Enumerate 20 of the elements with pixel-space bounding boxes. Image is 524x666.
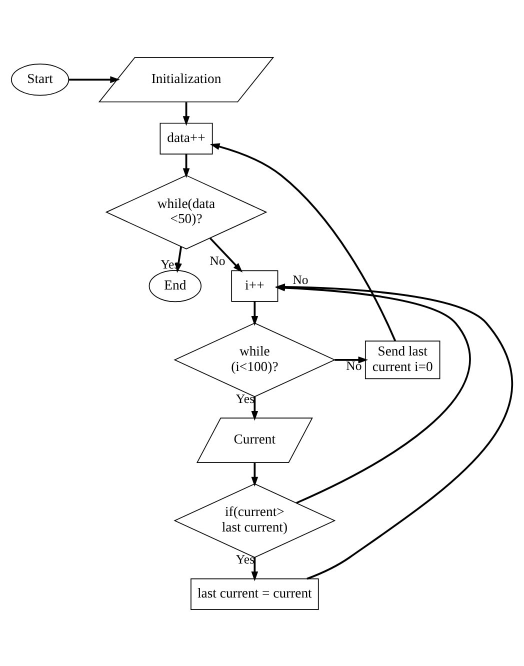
arrow <box>251 462 258 486</box>
edge-label: No <box>210 253 226 268</box>
node-diamond: while(data <50)? <box>105 174 268 249</box>
arrow <box>334 356 368 363</box>
node-ellipse: Start <box>11 63 70 96</box>
node-box: Send last current i=0 <box>364 340 440 379</box>
arrow <box>182 154 190 178</box>
node-box: last current = current <box>190 578 319 610</box>
arrow <box>251 301 258 326</box>
node-box: i++ <box>231 270 278 302</box>
node-ellipse: End <box>148 270 202 302</box>
node-box: data++ <box>160 122 213 154</box>
edge-label: No <box>346 358 362 373</box>
arrow <box>210 142 396 341</box>
arrow <box>251 396 258 420</box>
edge-label: No <box>292 272 308 286</box>
arrow <box>251 556 258 581</box>
arrow <box>182 102 190 126</box>
arrow <box>210 237 243 272</box>
arrow <box>68 76 120 83</box>
